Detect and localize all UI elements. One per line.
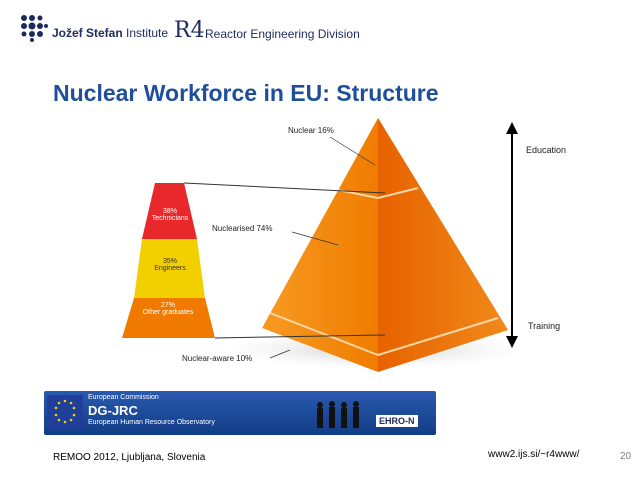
footer-event: REMOO 2012, Ljubljana, Slovenia xyxy=(53,452,206,463)
pyramid-lower-slice xyxy=(269,312,499,357)
workforce-diagram xyxy=(122,118,525,372)
pyramid-left-face xyxy=(262,118,378,372)
technicians-label: 38%Technicians xyxy=(151,208,189,222)
people-icon xyxy=(317,401,359,428)
education-label: Education xyxy=(526,145,567,155)
training-label: Training xyxy=(528,321,561,331)
banner-commission: European Commission xyxy=(88,394,159,401)
footer-url[interactable]: www2.ijs.si/~r4www/ xyxy=(488,449,580,460)
engineers-label: 35%Engineers xyxy=(154,258,186,272)
lower-connector xyxy=(214,334,386,339)
engineers-segment xyxy=(134,239,205,298)
jsi-logo-icon xyxy=(21,15,48,42)
other-graduates-segment xyxy=(122,298,215,338)
nuclear-leader xyxy=(329,136,376,166)
other-graduates-label: 27%Other graduates xyxy=(142,302,194,316)
division-logo: R4 xyxy=(174,18,205,43)
label-nuclearised: Nuclearised 74% xyxy=(212,224,273,233)
upper-connector xyxy=(183,182,386,194)
ehro-n-banner[interactable]: European Commission DG-JRC European Huma… xyxy=(44,391,436,435)
arrow-up-icon xyxy=(506,122,518,134)
label-nuclear: Nuclear 16% xyxy=(288,126,334,135)
nuclear-aware-leader xyxy=(269,349,291,359)
slide-title: Nuclear Workforce in EU: Structure xyxy=(53,80,439,106)
nuclearised-leader xyxy=(291,231,339,246)
institute-name: Jožef Stefan Institute xyxy=(52,26,169,40)
banner-observatory: European Human Resource Observatory xyxy=(88,419,215,426)
arrow-down-icon xyxy=(506,336,518,348)
eu-flag-icon xyxy=(47,395,83,429)
technicians-segment xyxy=(142,183,197,239)
page-number: 20 xyxy=(620,451,632,462)
ehro-n-logo: EHRO-N xyxy=(376,415,418,427)
banner-dg-jrc: DG-JRC xyxy=(88,403,138,418)
pyramid-upper-slice xyxy=(337,187,419,200)
label-nuclear-aware: Nuclear-aware 10% xyxy=(182,354,253,363)
pyramid-right-face xyxy=(378,118,508,372)
division-name: Reactor Engineering Division xyxy=(205,27,360,41)
